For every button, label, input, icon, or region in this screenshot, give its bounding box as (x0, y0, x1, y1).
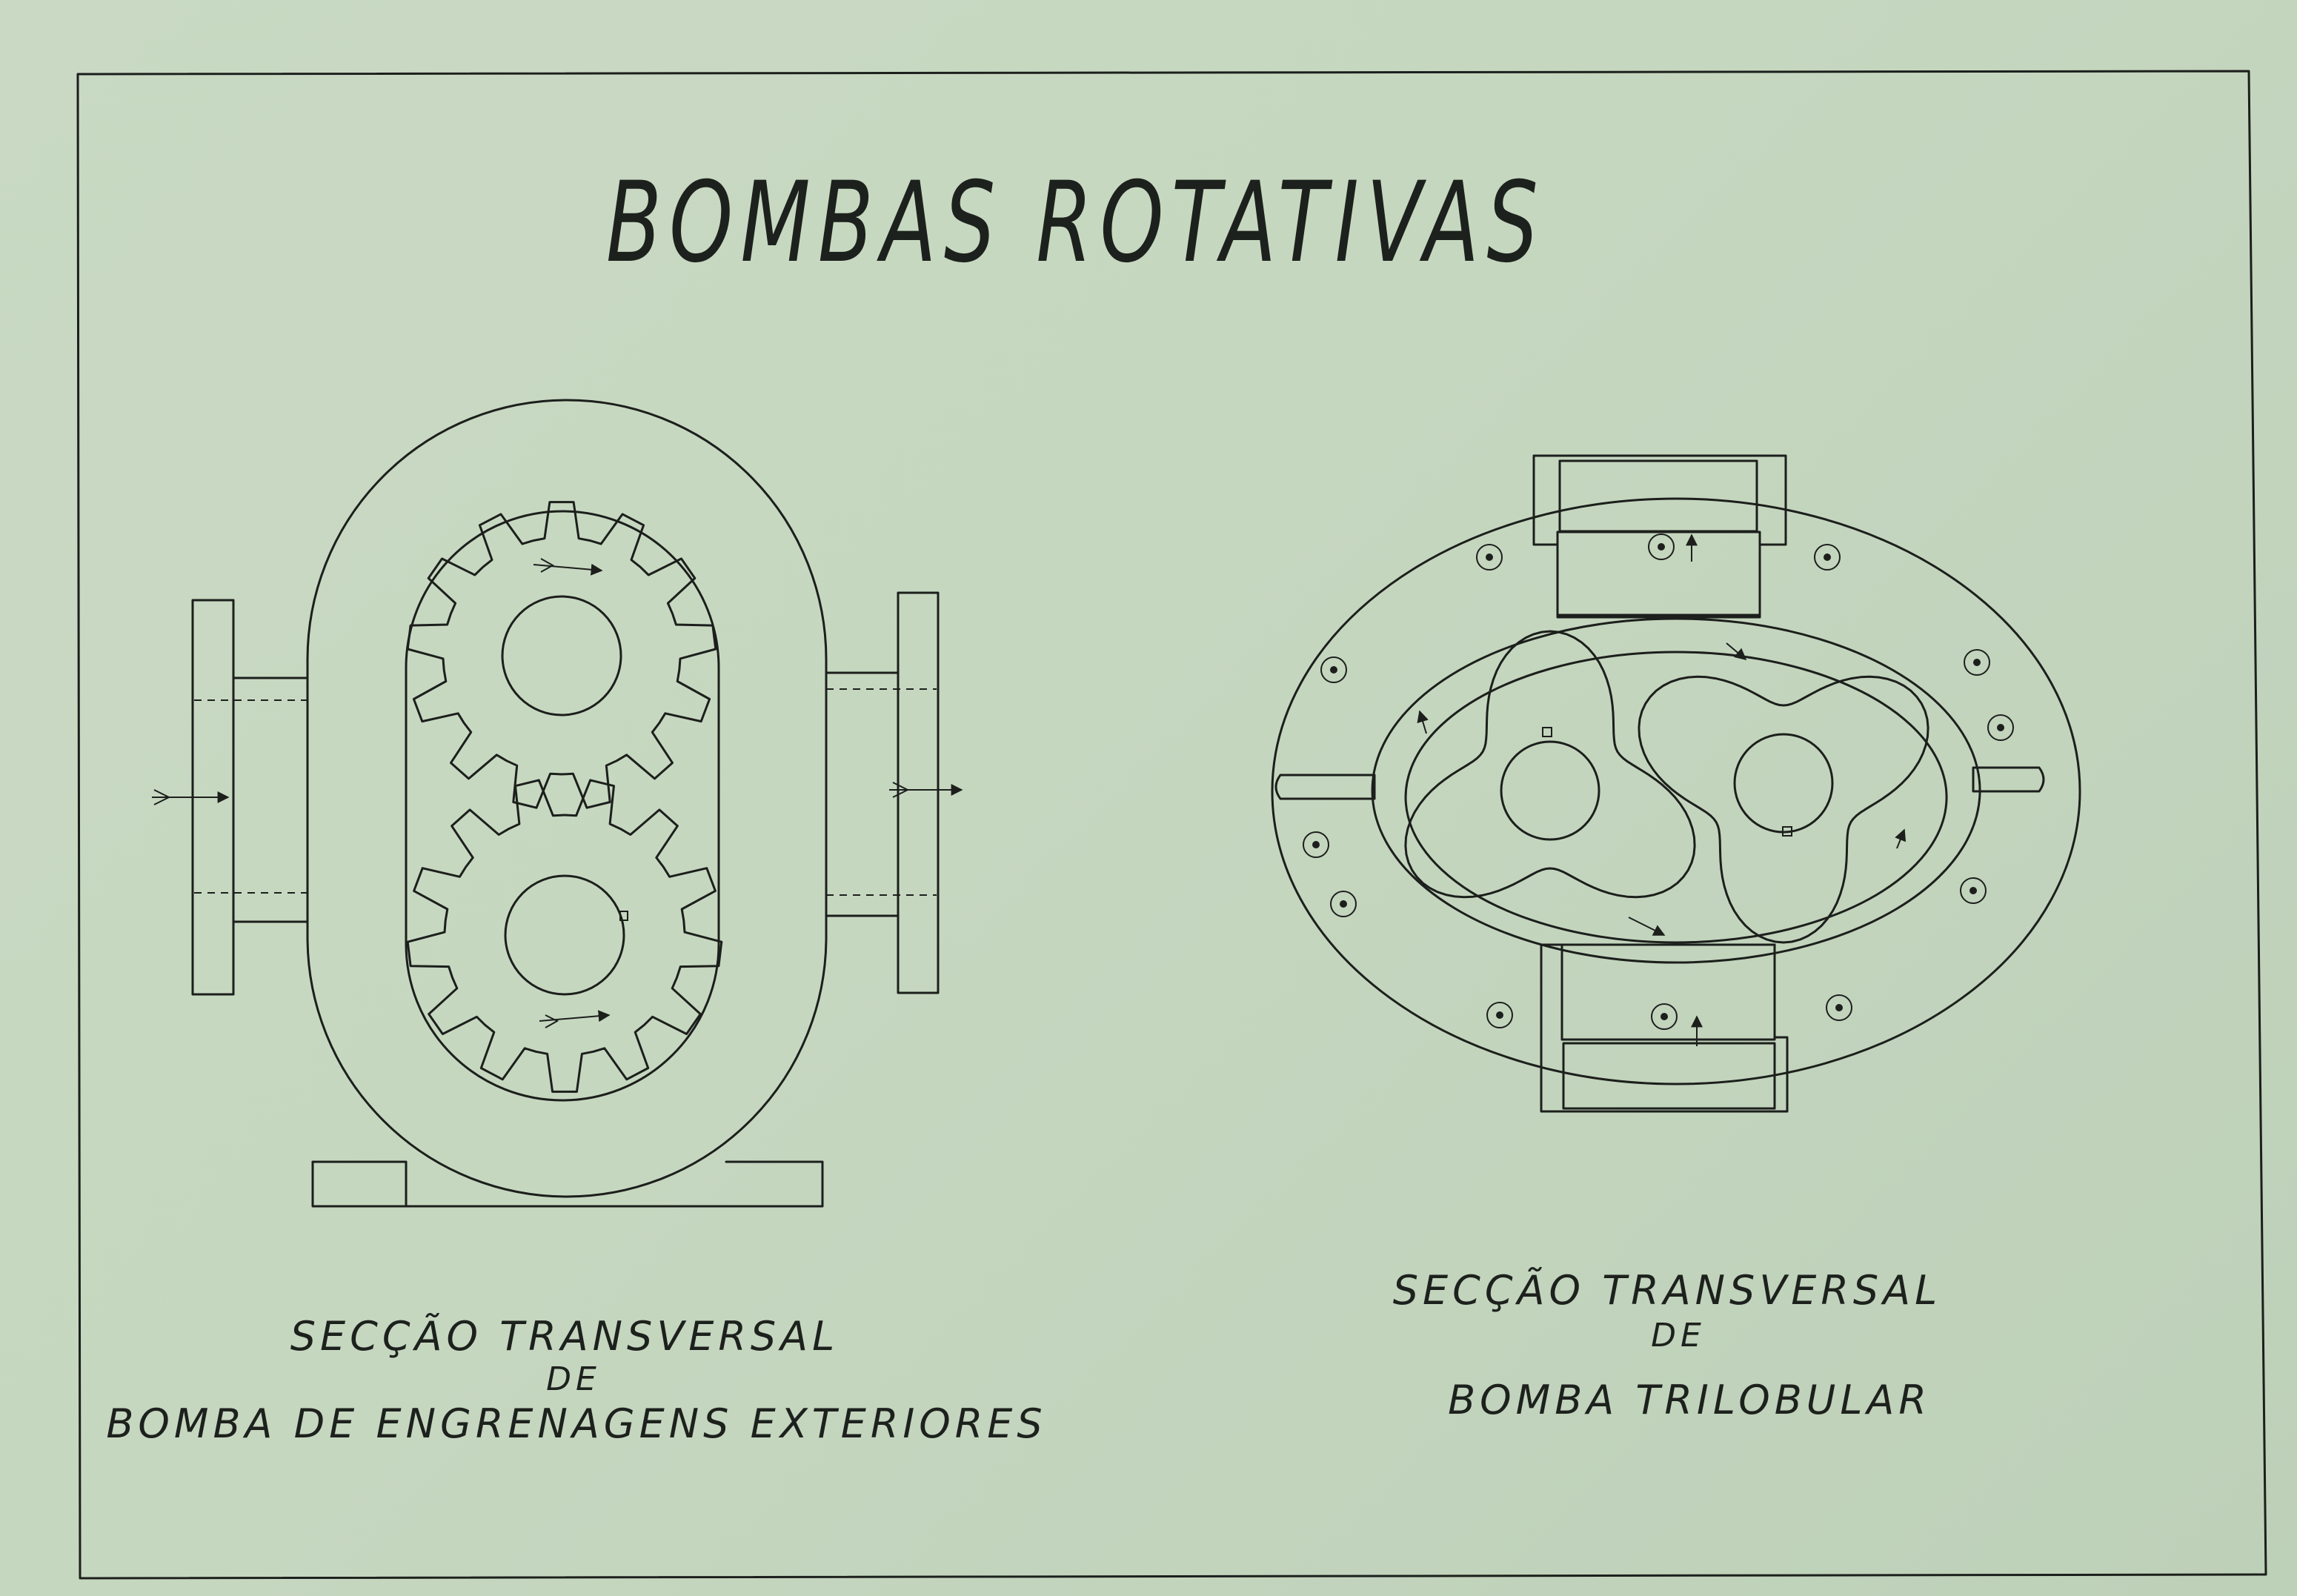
flow-arrow-right (1895, 828, 1907, 849)
trilobe-pump-drawing (1271, 454, 2081, 1113)
bolt-hole (1814, 544, 1841, 571)
gear-pump-casing-outer (306, 399, 828, 1198)
right-caption-line2: DE (1651, 1317, 1706, 1354)
outlet-flange (897, 591, 940, 994)
bolt-hole-center (1661, 1013, 1668, 1020)
page-title: BOMBAS ROTATIVAS (606, 159, 1546, 287)
bolt-hole (1648, 533, 1675, 560)
right-rotor-shaft (1733, 733, 1834, 834)
right-caption-line1: SECÇÃO TRANSVERSAL (1393, 1267, 1941, 1314)
upper-gear-bore (501, 595, 622, 716)
sheet-border (76, 70, 2267, 1580)
top-thread (1558, 459, 1758, 533)
flow-arrow-left (1417, 710, 1429, 734)
left-caption-line1: SECÇÃO TRANSVERSAL (290, 1313, 839, 1360)
bolt-hole (1987, 714, 2014, 741)
bolt-hole (1303, 831, 1329, 858)
trilobe-pump-body-outer (1271, 497, 2081, 1085)
bolt-hole-center (1969, 887, 1977, 894)
body-bolt-holes (1303, 533, 2014, 1030)
body-side-lug-left (1274, 774, 1376, 800)
lower-gear-bore (504, 874, 625, 996)
body-side-lug-right (1972, 766, 2045, 793)
gear-pump-base (311, 1160, 824, 1208)
bolt-hole-center (1312, 841, 1320, 848)
bolt-hole (1651, 1003, 1678, 1030)
lower-gear (406, 779, 723, 1093)
bolt-hole-center (1496, 1011, 1503, 1019)
bolt-hole-center (1824, 553, 1831, 561)
right-caption-line3: BOMBA TRILOBULAR (1448, 1377, 1931, 1423)
bottom-thread (1562, 1042, 1776, 1110)
left-caption-line3: BOMBA DE ENGRENAGENS EXTERIORES (106, 1400, 1046, 1447)
gear-pump-drawing (152, 399, 963, 1208)
gear-pump-cavity (405, 510, 720, 1102)
upper-gear (406, 501, 717, 809)
bolt-hole-center (1330, 666, 1337, 674)
flow-arrow-lower (1628, 917, 1666, 936)
lower-gear-rotation-arrow (539, 1010, 611, 1023)
bolt-hole-center (1658, 543, 1665, 551)
upper-gear-rotation-arrow (533, 563, 603, 576)
bottom-port-channel (1560, 943, 1776, 1041)
bottom-port-housing (1540, 943, 1789, 1113)
bolt-hole-center (1973, 659, 1981, 666)
left-trilobe-rotor (1404, 630, 1696, 899)
bolt-hole-center (1340, 900, 1347, 908)
bolt-hole (1320, 656, 1347, 683)
bolt-hole (1826, 994, 1852, 1021)
bolt-hole (1960, 877, 1987, 904)
left-rotor-shaft (1500, 740, 1600, 841)
bolt-hole-center (1835, 1004, 1843, 1011)
bolt-hole-center (1997, 724, 2004, 731)
bolt-hole (1330, 891, 1357, 917)
bolt-hole (1964, 649, 1990, 676)
bolt-hole-center (1486, 553, 1493, 561)
right-trilobe-rotor (1638, 675, 1929, 944)
bolt-hole (1476, 544, 1503, 571)
flow-arrow-upper-right (1726, 642, 1747, 661)
bolt-hole (1486, 1002, 1513, 1028)
left-caption-line2: DE (546, 1360, 601, 1398)
trilobe-casing-wall (1371, 617, 1981, 964)
top-port-housing (1532, 454, 1787, 616)
